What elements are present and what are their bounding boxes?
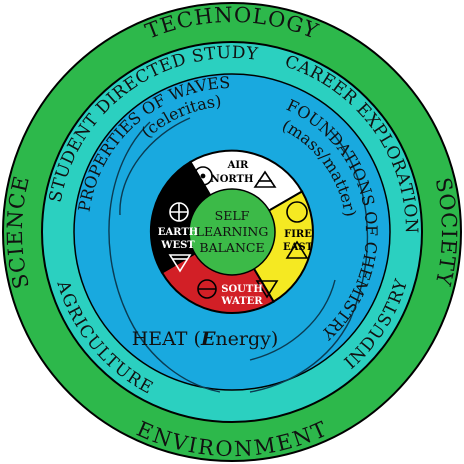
water-circle-icon: [197, 279, 217, 299]
label-south: SOUTH: [221, 284, 263, 295]
fire-circle-icon: [286, 201, 308, 223]
inner-label-heat-energy: HEAT (Energy): [132, 328, 279, 350]
label-air: AIR: [227, 160, 249, 171]
label-fire: FIRE: [284, 229, 312, 240]
water-triangle-icon: [255, 280, 279, 299]
label-water: WATER: [220, 296, 263, 307]
earth-triangle-icon: [168, 254, 192, 273]
center-circle: [188, 188, 276, 276]
center-label-self: SELF: [215, 208, 250, 223]
center-label-balance: BALANCE: [199, 240, 264, 255]
label-earth: EARTH: [158, 227, 198, 238]
center-label-learning: LEARNING: [196, 224, 269, 239]
label-east: EAST: [283, 242, 314, 253]
swirl-lines: [108, 117, 369, 393]
earth-circle-icon: [169, 202, 189, 222]
label-west: WEST: [160, 240, 195, 251]
air-symbol-icon: [193, 166, 213, 186]
label-north: NORTH: [211, 174, 254, 185]
air-triangle-icon: [253, 170, 277, 188]
fire-triangle-icon: [285, 240, 309, 259]
